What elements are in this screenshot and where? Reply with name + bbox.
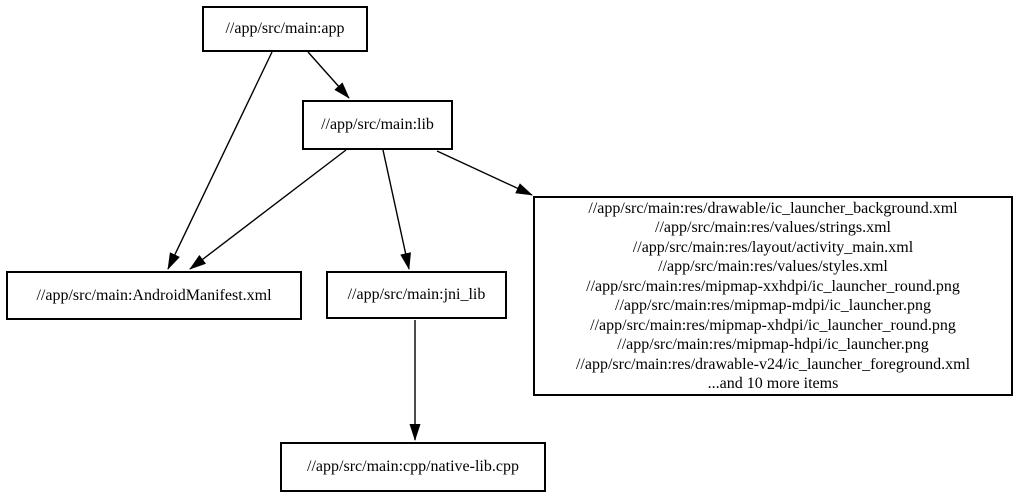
res-group-line: //app/src/main:res/mipmap-mdpi/ic_launch… — [615, 297, 931, 314]
edge-app-to-manifest — [167, 51, 273, 270]
res-group-more-items: ...and 10 more items — [707, 375, 839, 392]
node-lib-label: //app/src/main:lib — [321, 116, 434, 134]
res-group-line: //app/src/main:res/layout/activity_main.… — [632, 238, 914, 256]
edge-lib-to-manifest — [189, 149, 347, 270]
node-jni-lib-label: //app/src/main:jni_lib — [347, 286, 486, 304]
node-native-lib: //app/src/main:cpp/native-lib.cpp — [280, 442, 546, 492]
res-group-line: //app/src/main:res/mipmap-hdpi/ic_launch… — [617, 336, 929, 353]
node-android-manifest: //app/src/main:AndroidManifest.xml — [6, 271, 302, 320]
edge-lib-to-jni-lib — [382, 149, 411, 270]
res-group-line: //app/src/main:res/drawable/ic_launcher_… — [588, 199, 958, 217]
node-jni-lib: //app/src/main:jni_lib — [326, 271, 507, 319]
res-group-line: //app/src/main:res/drawable-v24/ic_launc… — [575, 355, 971, 373]
edge-lib-to-res-group — [436, 150, 533, 196]
edge-app-to-lib — [307, 51, 350, 99]
node-res-group: //app/src/main:res/drawable/ic_launcher_… — [533, 196, 1013, 396]
node-native-lib-label: //app/src/main:cpp/native-lib.cpp — [307, 458, 519, 476]
node-app-label: //app/src/main:app — [225, 20, 345, 38]
res-group-line: //app/src/main:res/values/strings.xml — [655, 219, 891, 236]
res-group-line: //app/src/main:res/mipmap-xxhdpi/ic_laun… — [586, 277, 960, 295]
node-lib: //app/src/main:lib — [302, 100, 453, 150]
res-group-line: //app/src/main:res/values/styles.xml — [658, 258, 888, 275]
res-group-line: //app/src/main:res/mipmap-xhdpi/ic_launc… — [590, 316, 956, 334]
node-android-manifest-label: //app/src/main:AndroidManifest.xml — [36, 286, 272, 304]
node-app: //app/src/main:app — [202, 6, 368, 52]
